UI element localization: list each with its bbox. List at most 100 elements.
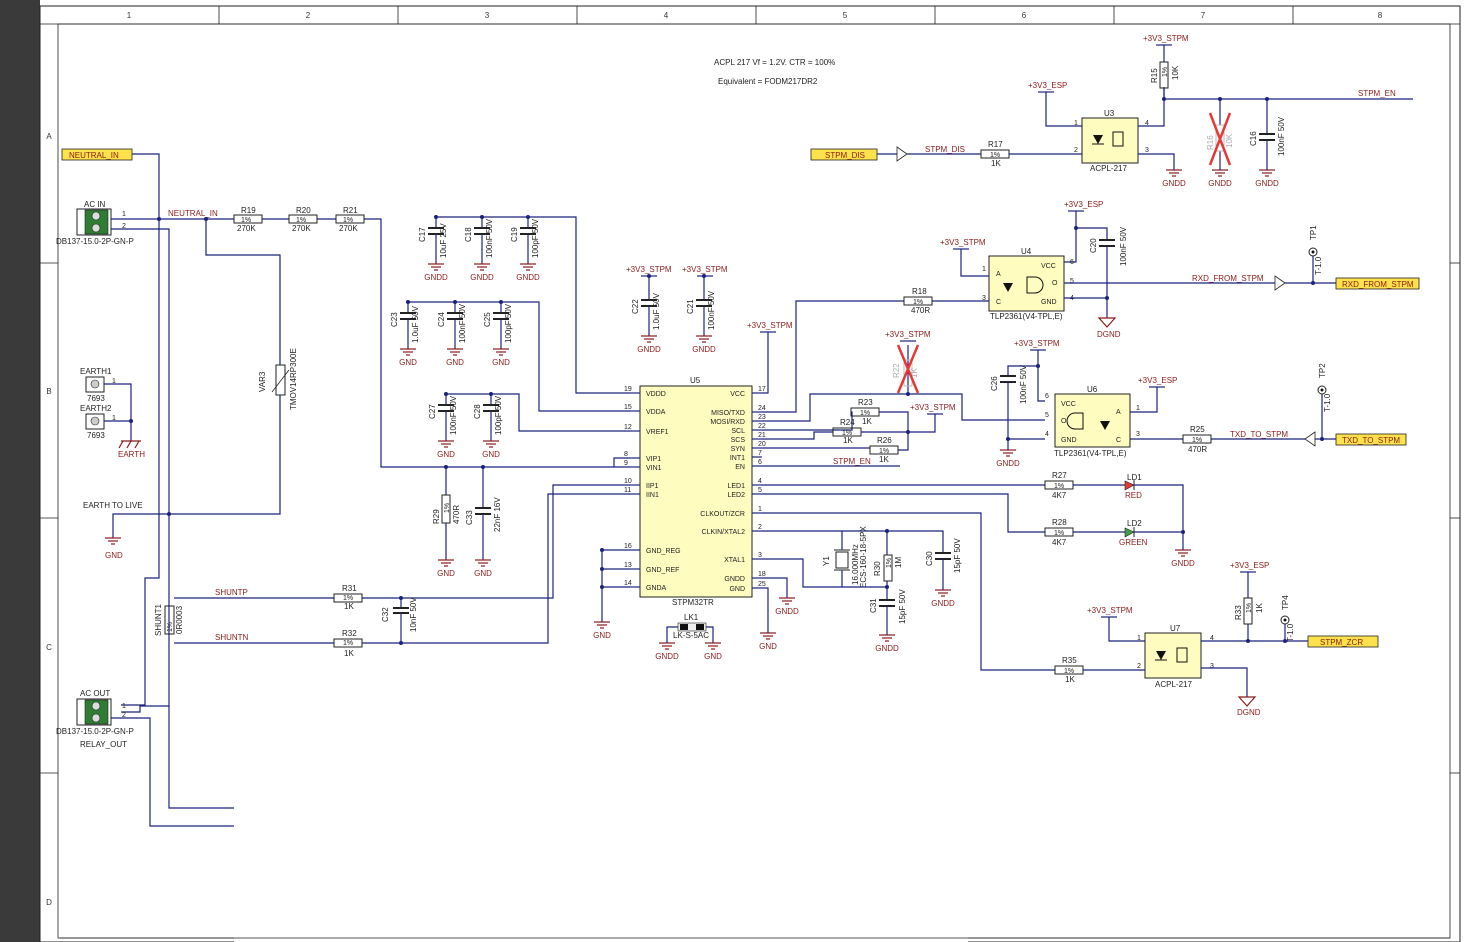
c26-val: 100nF 50V <box>1019 364 1028 404</box>
c27-ref: C27 <box>428 404 437 419</box>
earth1-part: 7693 <box>87 394 105 403</box>
zone-col-7: 7 <box>1201 11 1206 20</box>
u3-pin1: 1 <box>1074 120 1078 127</box>
ground-label: GND <box>492 358 510 367</box>
r27-val: 4K7 <box>1052 491 1067 500</box>
ground-symbol: GNDD <box>424 263 448 282</box>
ground-symbol: GNDD <box>470 263 494 282</box>
r28-val: 4K7 <box>1052 538 1067 547</box>
c23-ref: C23 <box>390 312 399 327</box>
pwr-r33: +3V3_ESP <box>1230 561 1269 570</box>
u5-pin-num: 22 <box>758 423 766 430</box>
u5-pin-name: SCL <box>731 428 745 435</box>
y1-ref: Y1 <box>822 556 831 566</box>
earth-symbol <box>118 440 141 449</box>
u3-ref: U3 <box>1104 109 1115 118</box>
r29-ref: R29 <box>432 509 441 524</box>
u5-pin-num: 1 <box>758 506 762 513</box>
pwr-u4: +3V3_ESP <box>1064 200 1103 209</box>
zone-col-4: 4 <box>664 11 669 20</box>
ground-symbol: GND <box>399 348 417 367</box>
u7-pin1: 1 <box>1137 635 1141 642</box>
r21-ref: R21 <box>343 206 358 215</box>
flag-neutral-in-text: NEUTRAL_IN <box>69 151 119 160</box>
earth2-pin: 1 <box>112 415 116 422</box>
net-stpm-en-right: STPM_EN <box>1358 89 1396 98</box>
u4-ref: U4 <box>1021 247 1032 256</box>
u5-pin-name: CLKOUT/ZCR <box>700 511 745 518</box>
r19-tol: 1% <box>241 217 251 224</box>
ac-out-pin2: 2 <box>122 712 126 719</box>
r26-ref: R26 <box>877 436 892 445</box>
u5-pin-name: LED2 <box>727 492 745 499</box>
r23-ref: R23 <box>858 398 873 407</box>
u5-pin-num: 16 <box>624 543 632 550</box>
u5-pin-name: EN <box>735 464 745 471</box>
ground-label: GND <box>593 631 611 640</box>
shunt-shunt1: SHUNT1 1% 0R0003 <box>154 603 184 636</box>
r31-ref: R31 <box>342 584 357 593</box>
u5-pin-name: VDDD <box>646 391 666 398</box>
r18-val: 470R <box>911 306 930 315</box>
u5-pin-num: 25 <box>758 581 766 588</box>
zone-row-d: D <box>46 898 52 907</box>
u5-pin-name: SYN <box>731 446 745 453</box>
r21-tol: 1% <box>343 217 353 224</box>
r16-ref: R16 <box>1206 135 1215 150</box>
r22-ref: R22 <box>892 363 901 378</box>
u5-pin-name: LED1 <box>727 483 745 490</box>
ic-u6-tlp2361: U6 TLP2361(V4-TPL,E) VCC GND A C O 6 5 4… <box>1045 385 1140 458</box>
crystal-y1: Y1 16.000MHz ECS-160-18-5PX <box>822 526 868 588</box>
u5-pin-num: 2 <box>758 524 762 531</box>
zone-col-1: 1 <box>127 11 132 20</box>
r27-tol: 1% <box>1054 483 1064 490</box>
u5-pin-name: VREF1 <box>646 429 669 436</box>
c25-val: 100pF 50V <box>504 303 513 343</box>
pwr-u4-anode: +3V3_STPM <box>940 238 986 247</box>
y1-val: 16.000MHz <box>851 544 860 585</box>
resistor-r16-dnp: R16 10K <box>1206 99 1234 170</box>
u5-pin-num: 14 <box>624 580 632 587</box>
u5-pin-name: INT1 <box>730 455 745 462</box>
note-earth-to-live: EARTH TO LIVE <box>83 501 143 510</box>
u7-pin3: 3 <box>1210 663 1214 670</box>
shunt-val: 0R0003 <box>175 605 184 634</box>
r23-tol: 1% <box>860 410 870 417</box>
u5-name: STPM32TR <box>672 598 714 607</box>
r28-ref: R28 <box>1052 518 1067 527</box>
r24-val: 1K <box>843 436 853 445</box>
u7-name: ACPL-217 <box>1155 680 1192 689</box>
r15-ref: R15 <box>1150 68 1159 83</box>
zone-col-8: 8 <box>1378 11 1383 20</box>
pwr-u3: +3V3_ESP <box>1028 81 1067 90</box>
r19-val: 270K <box>237 224 256 233</box>
c18-ref: C18 <box>464 227 473 242</box>
ground-symbol: GND <box>437 559 455 578</box>
zone-col-6: 6 <box>1022 11 1027 20</box>
u5-pin-num: 8 <box>624 451 628 458</box>
ac-out-pin1: 1 <box>122 703 126 710</box>
u5-pin-name: XTAL1 <box>724 557 745 564</box>
dgnd-u7: DGND <box>1237 708 1261 717</box>
r17-tol: 1% <box>990 152 1000 159</box>
r31-val: 1K <box>344 602 354 611</box>
r15-tol: 1% <box>1162 67 1169 77</box>
u7-ref: U7 <box>1170 624 1181 633</box>
c24-ref: C24 <box>437 312 446 327</box>
u6-pin1: 1 <box>1136 405 1140 412</box>
ground-label: GND <box>399 358 417 367</box>
ac-in-ref: AC IN <box>84 200 106 209</box>
terminal-earth1: EARTH1 7693 1 <box>80 367 116 403</box>
u4-gnd: GND <box>1041 299 1057 306</box>
zone-col-5: 5 <box>843 11 848 20</box>
u6-name: TLP2361(V4-TPL,E) <box>1054 449 1127 458</box>
r24-ref: R24 <box>840 418 855 427</box>
net-neutral-in: NEUTRAL_IN <box>168 209 218 218</box>
flag-rxd-from-stpm-text: RXD_FROM_STPM <box>1342 280 1414 289</box>
shunt-ref: SHUNT1 <box>154 603 163 636</box>
pwr-r23: +3V3_STPM <box>910 403 956 412</box>
ac-in-pin1: 1 <box>122 211 126 218</box>
ground-label: GND <box>482 450 500 459</box>
u5-pin-num: 7 <box>758 450 762 457</box>
